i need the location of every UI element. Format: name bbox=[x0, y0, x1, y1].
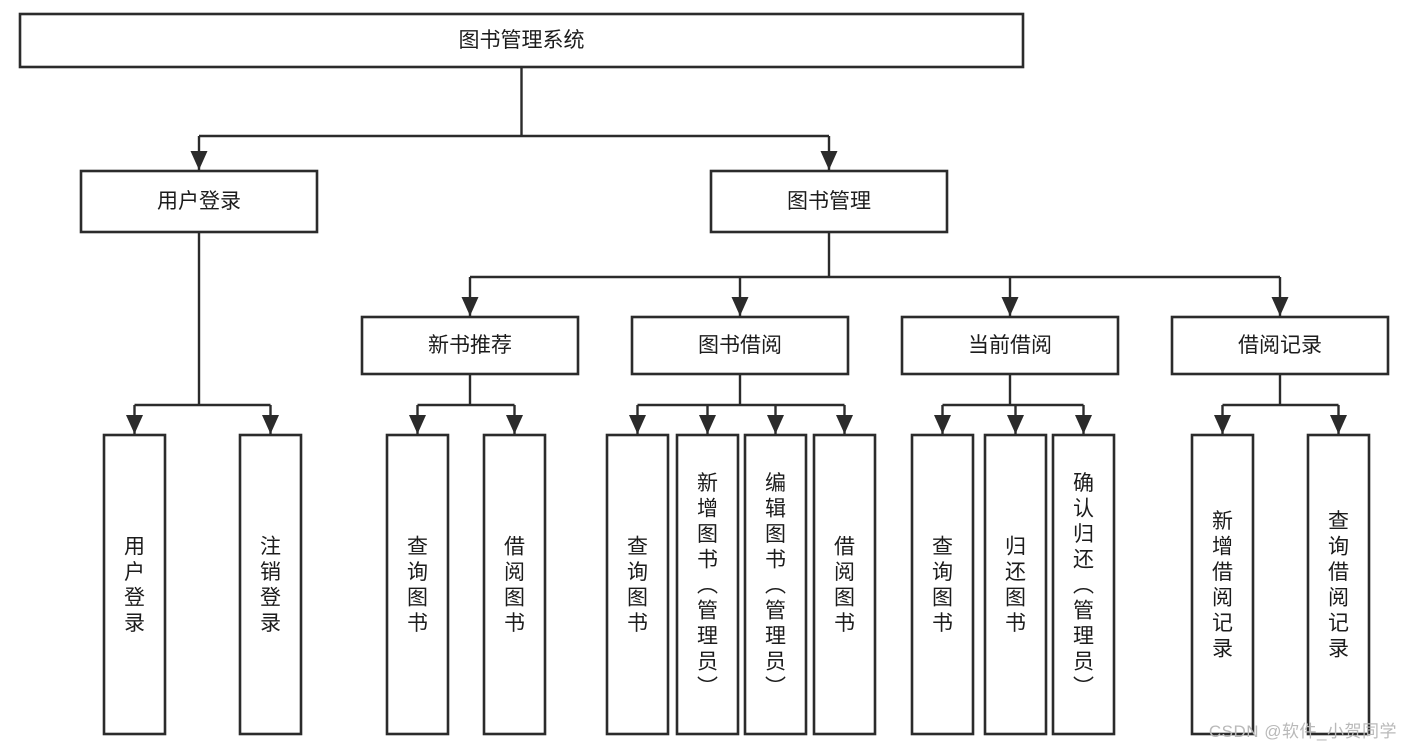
node-current-borrow[interactable]: 当前借阅 bbox=[900, 315, 1120, 376]
arrow-head bbox=[461, 297, 479, 316]
node-leaf-edit-book[interactable]: 编辑图书︵管理员︶ bbox=[743, 433, 808, 736]
node-box bbox=[605, 433, 670, 736]
arrow-head bbox=[409, 415, 426, 434]
node-label: 用户登录 bbox=[157, 190, 241, 213]
arrow-head bbox=[934, 415, 951, 434]
node-label: 确认归还︵管理员︶ bbox=[1073, 472, 1094, 699]
node-label: 新增图书︵管理员︶ bbox=[697, 472, 718, 699]
node-box bbox=[983, 433, 1048, 736]
node-label: 当前借阅 bbox=[968, 334, 1052, 357]
arrow-head bbox=[629, 415, 646, 434]
node-label: 用户登录 bbox=[124, 536, 145, 636]
node-leaf-borrow-book-1[interactable]: 借阅图书 bbox=[482, 433, 547, 736]
node-box bbox=[79, 169, 319, 234]
node-label: 借阅记录 bbox=[1238, 334, 1322, 357]
node-leaf-query-book-3[interactable]: 查询图书 bbox=[910, 433, 975, 736]
node-leaf-query-record[interactable]: 查询借阅记录 bbox=[1306, 433, 1371, 736]
node-label: 编辑图书︵管理员︶ bbox=[765, 472, 786, 699]
node-box bbox=[743, 433, 808, 736]
nodes-layer: 图书管理系统用户登录图书管理新书推荐图书借阅当前借阅借阅记录用户登录注销登录查询… bbox=[18, 12, 1390, 736]
node-leaf-add-book[interactable]: 新增图书︵管理员︶ bbox=[675, 433, 740, 736]
node-box bbox=[910, 433, 975, 736]
node-label: 借阅图书 bbox=[834, 536, 855, 636]
node-book-manage[interactable]: 图书管理 bbox=[709, 169, 949, 234]
node-box bbox=[1190, 433, 1255, 736]
node-leaf-query-book-2[interactable]: 查询图书 bbox=[605, 433, 670, 736]
node-box bbox=[238, 433, 303, 736]
node-label: 查询图书 bbox=[407, 536, 428, 636]
node-box bbox=[385, 433, 450, 736]
node-label: 图书管理 bbox=[787, 190, 871, 213]
edges-layer bbox=[126, 67, 1347, 434]
arrow-head bbox=[1075, 415, 1092, 434]
arrow-head bbox=[1214, 415, 1231, 434]
node-leaf-add-record[interactable]: 新增借阅记录 bbox=[1190, 433, 1255, 736]
node-box bbox=[1170, 315, 1390, 376]
node-label: 图书管理系统 bbox=[459, 29, 585, 52]
node-label: 归还图书 bbox=[1005, 536, 1026, 636]
node-leaf-query-book-1[interactable]: 查询图书 bbox=[385, 433, 450, 736]
node-box bbox=[360, 315, 580, 376]
arrow-head bbox=[1330, 415, 1347, 434]
node-label: 注销登录 bbox=[260, 536, 281, 636]
node-box bbox=[102, 433, 167, 736]
arrow-head bbox=[767, 415, 784, 434]
node-label: 新增借阅记录 bbox=[1212, 510, 1233, 661]
arrow-head bbox=[836, 415, 853, 434]
node-leaf-return-book[interactable]: 归还图书 bbox=[983, 433, 1048, 736]
node-box bbox=[1306, 433, 1371, 736]
node-box bbox=[709, 169, 949, 234]
node-user-login[interactable]: 用户登录 bbox=[79, 169, 319, 234]
arrow-head bbox=[126, 415, 143, 434]
node-box bbox=[1051, 433, 1116, 736]
node-box bbox=[630, 315, 850, 376]
node-box bbox=[482, 433, 547, 736]
node-box bbox=[900, 315, 1120, 376]
arrow-head bbox=[731, 297, 749, 316]
node-leaf-user-login[interactable]: 用户登录 bbox=[102, 433, 167, 736]
node-leaf-logout[interactable]: 注销登录 bbox=[238, 433, 303, 736]
node-box bbox=[675, 433, 740, 736]
node-label: 图书借阅 bbox=[698, 334, 782, 357]
arrow-head bbox=[820, 151, 838, 170]
arrow-head bbox=[1001, 297, 1019, 316]
node-label: 借阅图书 bbox=[504, 536, 525, 636]
node-leaf-confirm-return[interactable]: 确认归还︵管理员︶ bbox=[1051, 433, 1116, 736]
node-book-borrow[interactable]: 图书借阅 bbox=[630, 315, 850, 376]
node-root[interactable]: 图书管理系统 bbox=[18, 12, 1025, 69]
arrow-head bbox=[262, 415, 279, 434]
node-label: 查询图书 bbox=[627, 536, 648, 636]
arrow-head bbox=[1271, 297, 1289, 316]
node-leaf-borrow-book-2[interactable]: 借阅图书 bbox=[812, 433, 877, 736]
node-box bbox=[812, 433, 877, 736]
arrow-head bbox=[506, 415, 523, 434]
node-label: 新书推荐 bbox=[428, 334, 512, 357]
node-label: 查询借阅记录 bbox=[1328, 510, 1349, 661]
arrow-head bbox=[190, 151, 208, 170]
arrow-head bbox=[699, 415, 716, 434]
arrow-head bbox=[1007, 415, 1024, 434]
node-new-book-recommend[interactable]: 新书推荐 bbox=[360, 315, 580, 376]
node-label: 查询图书 bbox=[932, 536, 953, 636]
node-borrow-record[interactable]: 借阅记录 bbox=[1170, 315, 1390, 376]
node-box bbox=[18, 12, 1025, 69]
